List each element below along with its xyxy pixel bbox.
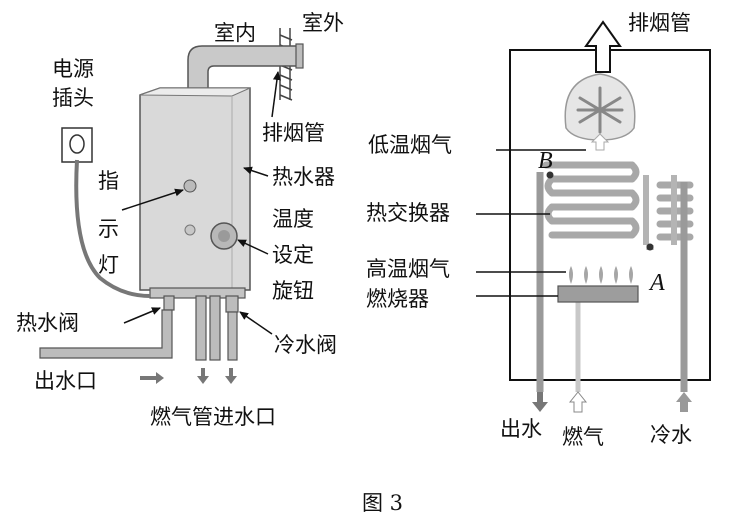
label-knob-3: 旋钮 <box>272 279 314 303</box>
bottom-arrows <box>532 391 692 413</box>
fan <box>564 73 636 151</box>
right-internal-view: 排烟管 低温烟气 B 热交换器 高温烟气 A 燃烧器 出水 燃气 冷水 <box>366 11 711 449</box>
figure-caption: 图 3 <box>362 491 403 515</box>
inflow-arrows <box>140 368 237 384</box>
label-heater: 热水器 <box>272 165 335 189</box>
label-exhaust-left: 排烟管 <box>262 121 325 145</box>
label-hot-valve: 热水阀 <box>16 311 79 335</box>
heater-pipes <box>39 295 239 361</box>
indicator-light-lower <box>184 224 196 236</box>
label-low-temp-gas: 低温烟气 <box>368 133 452 157</box>
point-a-marker <box>646 243 654 251</box>
indicator-light <box>183 179 197 193</box>
leaders-left <box>121 71 281 335</box>
label-high-temp-gas: 高温烟气 <box>366 257 450 281</box>
label-gas-water-inlet: 燃气管进水口 <box>150 405 276 429</box>
label-plug-1: 电源 <box>52 57 94 81</box>
label-knob-2: 设定 <box>272 243 314 267</box>
label-burner: 燃烧器 <box>366 287 429 311</box>
label-indicator-1: 指 <box>98 169 119 193</box>
burner <box>557 266 639 303</box>
power-plug <box>61 127 151 298</box>
point-b-marker <box>546 171 554 179</box>
label-outdoor: 室外 <box>302 11 344 35</box>
label-cold-water: 冷水 <box>650 423 692 447</box>
label-gas: 燃气 <box>562 425 604 449</box>
label-point-a: A <box>648 270 665 296</box>
label-out-water: 出水 <box>500 417 542 441</box>
label-heat-exchanger: 热交换器 <box>366 201 450 225</box>
label-exhaust-right: 排烟管 <box>628 11 691 35</box>
label-indoor: 室内 <box>214 21 256 45</box>
label-indicator-3: 灯 <box>98 253 119 277</box>
label-indicator-2: 示 <box>98 217 119 241</box>
label-outlet: 出水口 <box>34 369 97 393</box>
heater-body <box>139 87 251 299</box>
label-cold-valve: 冷水阀 <box>274 333 337 357</box>
left-external-view: 室内 室外 电源 插头 排烟管 指 示 灯 热水器 温度 设定 旋钮 热水阀 冷… <box>16 11 344 429</box>
label-plug-2: 插头 <box>52 86 94 110</box>
exhaust-pipe <box>187 43 304 96</box>
label-point-b: B <box>538 148 553 174</box>
label-knob-1: 温度 <box>272 207 314 231</box>
exhaust-arrow <box>584 20 622 73</box>
leaders-right <box>476 149 586 297</box>
coil-vertical <box>643 175 677 245</box>
